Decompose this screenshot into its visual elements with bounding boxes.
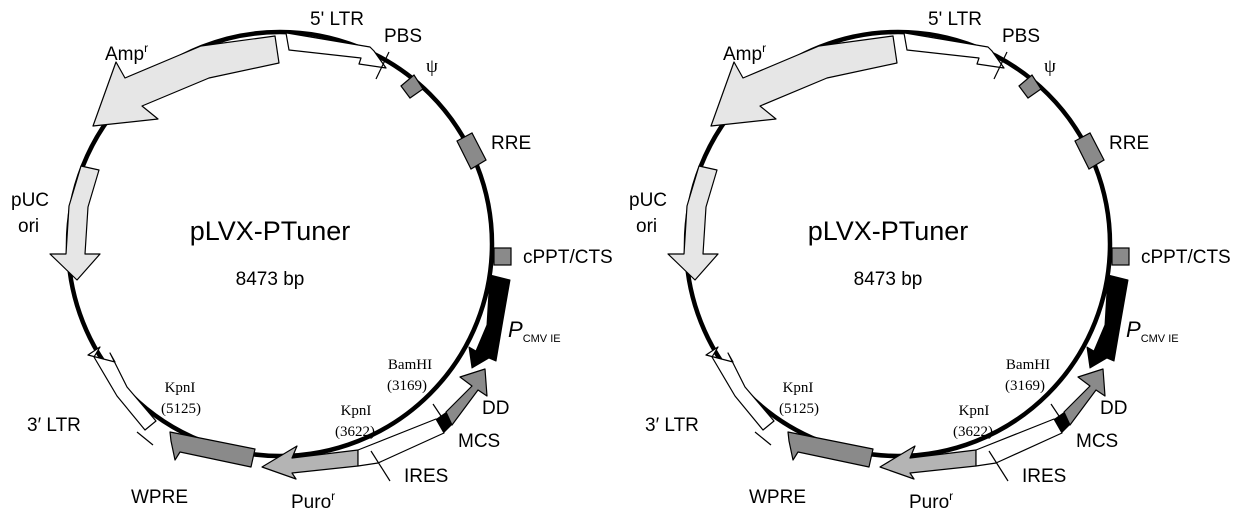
label-ltr5: 5' LTR [310,9,364,30]
label-kpni2-name: KpnI [165,380,196,396]
label-ori: ori [636,216,657,237]
label-cppt: cPPT/CTS [1141,247,1231,268]
label-puro: Puror [291,489,335,513]
label-puc: pUC [629,190,667,211]
label-ltr5: 5' LTR [928,9,982,30]
label-kpni1-pos: (3622) [335,424,375,440]
label-cppt: cPPT/CTS [523,247,613,268]
plasmid-map-right: pLVX-PTuner 8473 bp 5' LTR PBS ψ RRE cPP… [629,9,1231,513]
label-amp: Ampr [105,41,148,65]
label-dd: DD [482,398,509,419]
plasmid-map-left: pLVX-PTuner 8473 bp 5' LTR PBS ψ RRE cPP… [11,9,613,513]
plasmid-name: pLVX-PTuner [190,216,351,246]
label-ori: ori [18,216,39,237]
label-dd: DD [1100,398,1127,419]
label-ltr3: 3′ LTR [645,415,699,436]
label-puro: Puror [909,489,953,513]
label-bamhi-name: BamHI [1006,357,1050,373]
label-kpni1-name: KpnI [341,403,372,419]
label-kpni2-pos: (5125) [161,401,201,417]
label-pbs: PBS [1002,26,1040,47]
label-kpni1-name: KpnI [959,403,990,419]
label-ires: IRES [1022,466,1066,487]
label-ltr3: 3′ LTR [27,415,81,436]
label-kpni2-name: KpnI [783,380,814,396]
label-mcs: MCS [1076,431,1118,452]
label-bamhi-pos: (3169) [387,378,427,394]
plasmid-size: 8473 bp [854,269,923,290]
label-pcmv: PCMV IE [508,317,561,345]
label-mcs: MCS [458,431,500,452]
label-rre: RRE [1109,133,1149,154]
plasmid-size: 8473 bp [236,269,305,290]
label-bamhi-name: BamHI [388,357,432,373]
label-psi: ψ [426,56,438,77]
label-kpni1-pos: (3622) [953,424,993,440]
label-amp: Ampr [723,41,766,65]
label-wpre: WPRE [749,487,806,508]
label-wpre: WPRE [131,487,188,508]
label-kpni2-pos: (5125) [779,401,819,417]
label-puc: pUC [11,190,49,211]
label-bamhi-pos: (3169) [1005,378,1045,394]
label-pcmv: PCMV IE [1126,317,1179,345]
plasmid-name: pLVX-PTuner [808,216,969,246]
label-pbs: PBS [384,26,422,47]
label-psi: ψ [1044,56,1056,77]
label-rre: RRE [491,133,531,154]
label-ires: IRES [404,466,448,487]
